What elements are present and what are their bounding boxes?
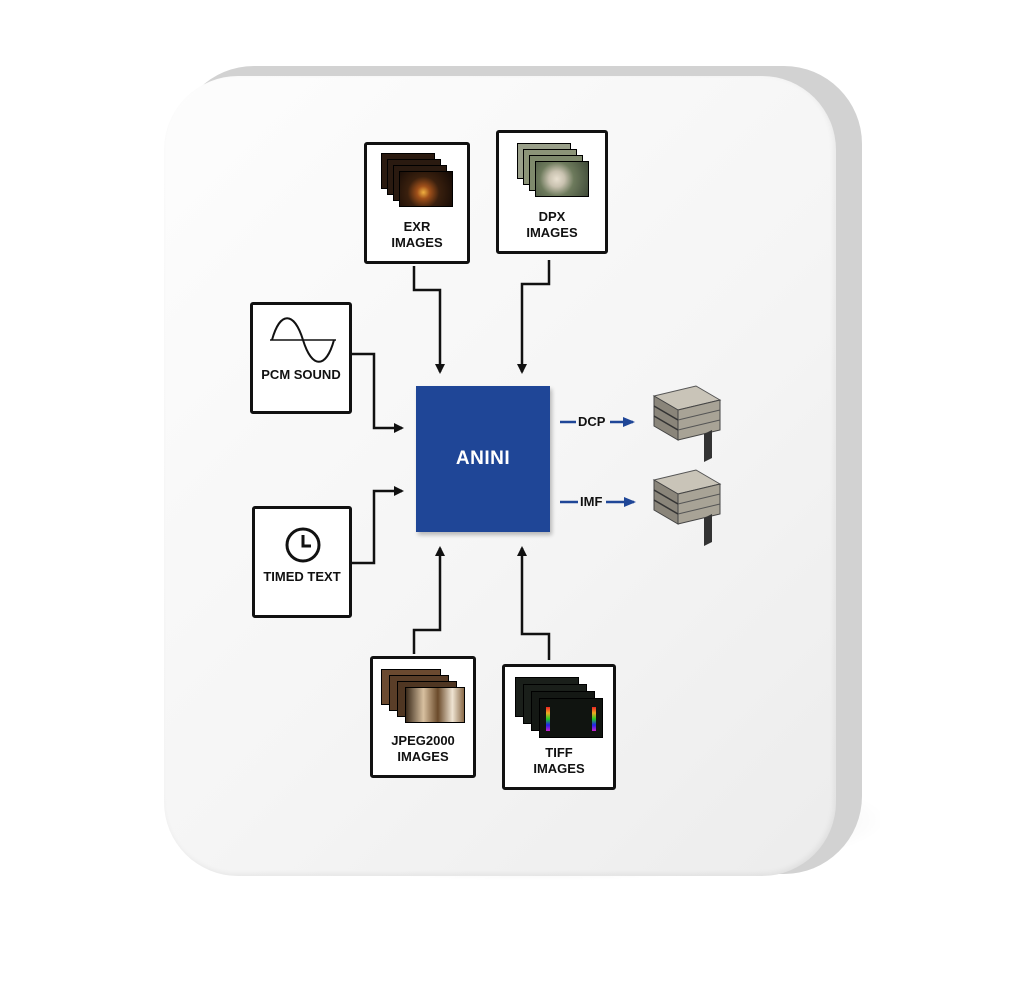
input-timed-text: TIMED TEXT xyxy=(252,506,352,618)
image-stack-icon xyxy=(515,677,607,741)
connector-jpeg2000 xyxy=(412,546,445,654)
input-pcm-sound: PCM SOUND xyxy=(250,302,352,414)
clock-icon xyxy=(285,527,321,563)
input-tiff-label: TIFF IMAGES xyxy=(533,745,585,776)
input-tiff-images: TIFF IMAGES xyxy=(502,664,616,790)
anini-processor: ANINI xyxy=(416,386,550,532)
input-exr-label: EXR IMAGES xyxy=(391,219,443,250)
output-imf-label: IMF xyxy=(580,494,603,509)
anini-label: ANINI xyxy=(455,448,511,469)
connector-pcm xyxy=(352,352,404,433)
sine-wave-icon xyxy=(270,317,336,363)
connector-dpx xyxy=(517,260,551,374)
image-stack-icon xyxy=(517,143,597,203)
connector-tiff xyxy=(517,546,551,660)
connector-timed-text xyxy=(352,486,404,565)
drive-stack-icon xyxy=(652,469,722,546)
image-stack-icon xyxy=(381,669,471,729)
image-stack-icon xyxy=(381,153,461,213)
input-pcm-label: PCM SOUND xyxy=(261,367,341,382)
input-dpx-images: DPX IMAGES xyxy=(496,130,608,254)
input-exr-images: EXR IMAGES xyxy=(364,142,470,264)
input-timed-text-label: TIMED TEXT xyxy=(263,569,341,584)
input-jpeg2000-images: JPEG2000 IMAGES xyxy=(370,656,476,778)
output-dcp-label: DCP xyxy=(578,414,606,429)
connector-exr xyxy=(412,266,445,374)
input-dpx-label: DPX IMAGES xyxy=(526,209,578,240)
input-jpeg2000-label: JPEG2000 IMAGES xyxy=(391,733,455,764)
drive-stack-icon xyxy=(652,385,722,462)
